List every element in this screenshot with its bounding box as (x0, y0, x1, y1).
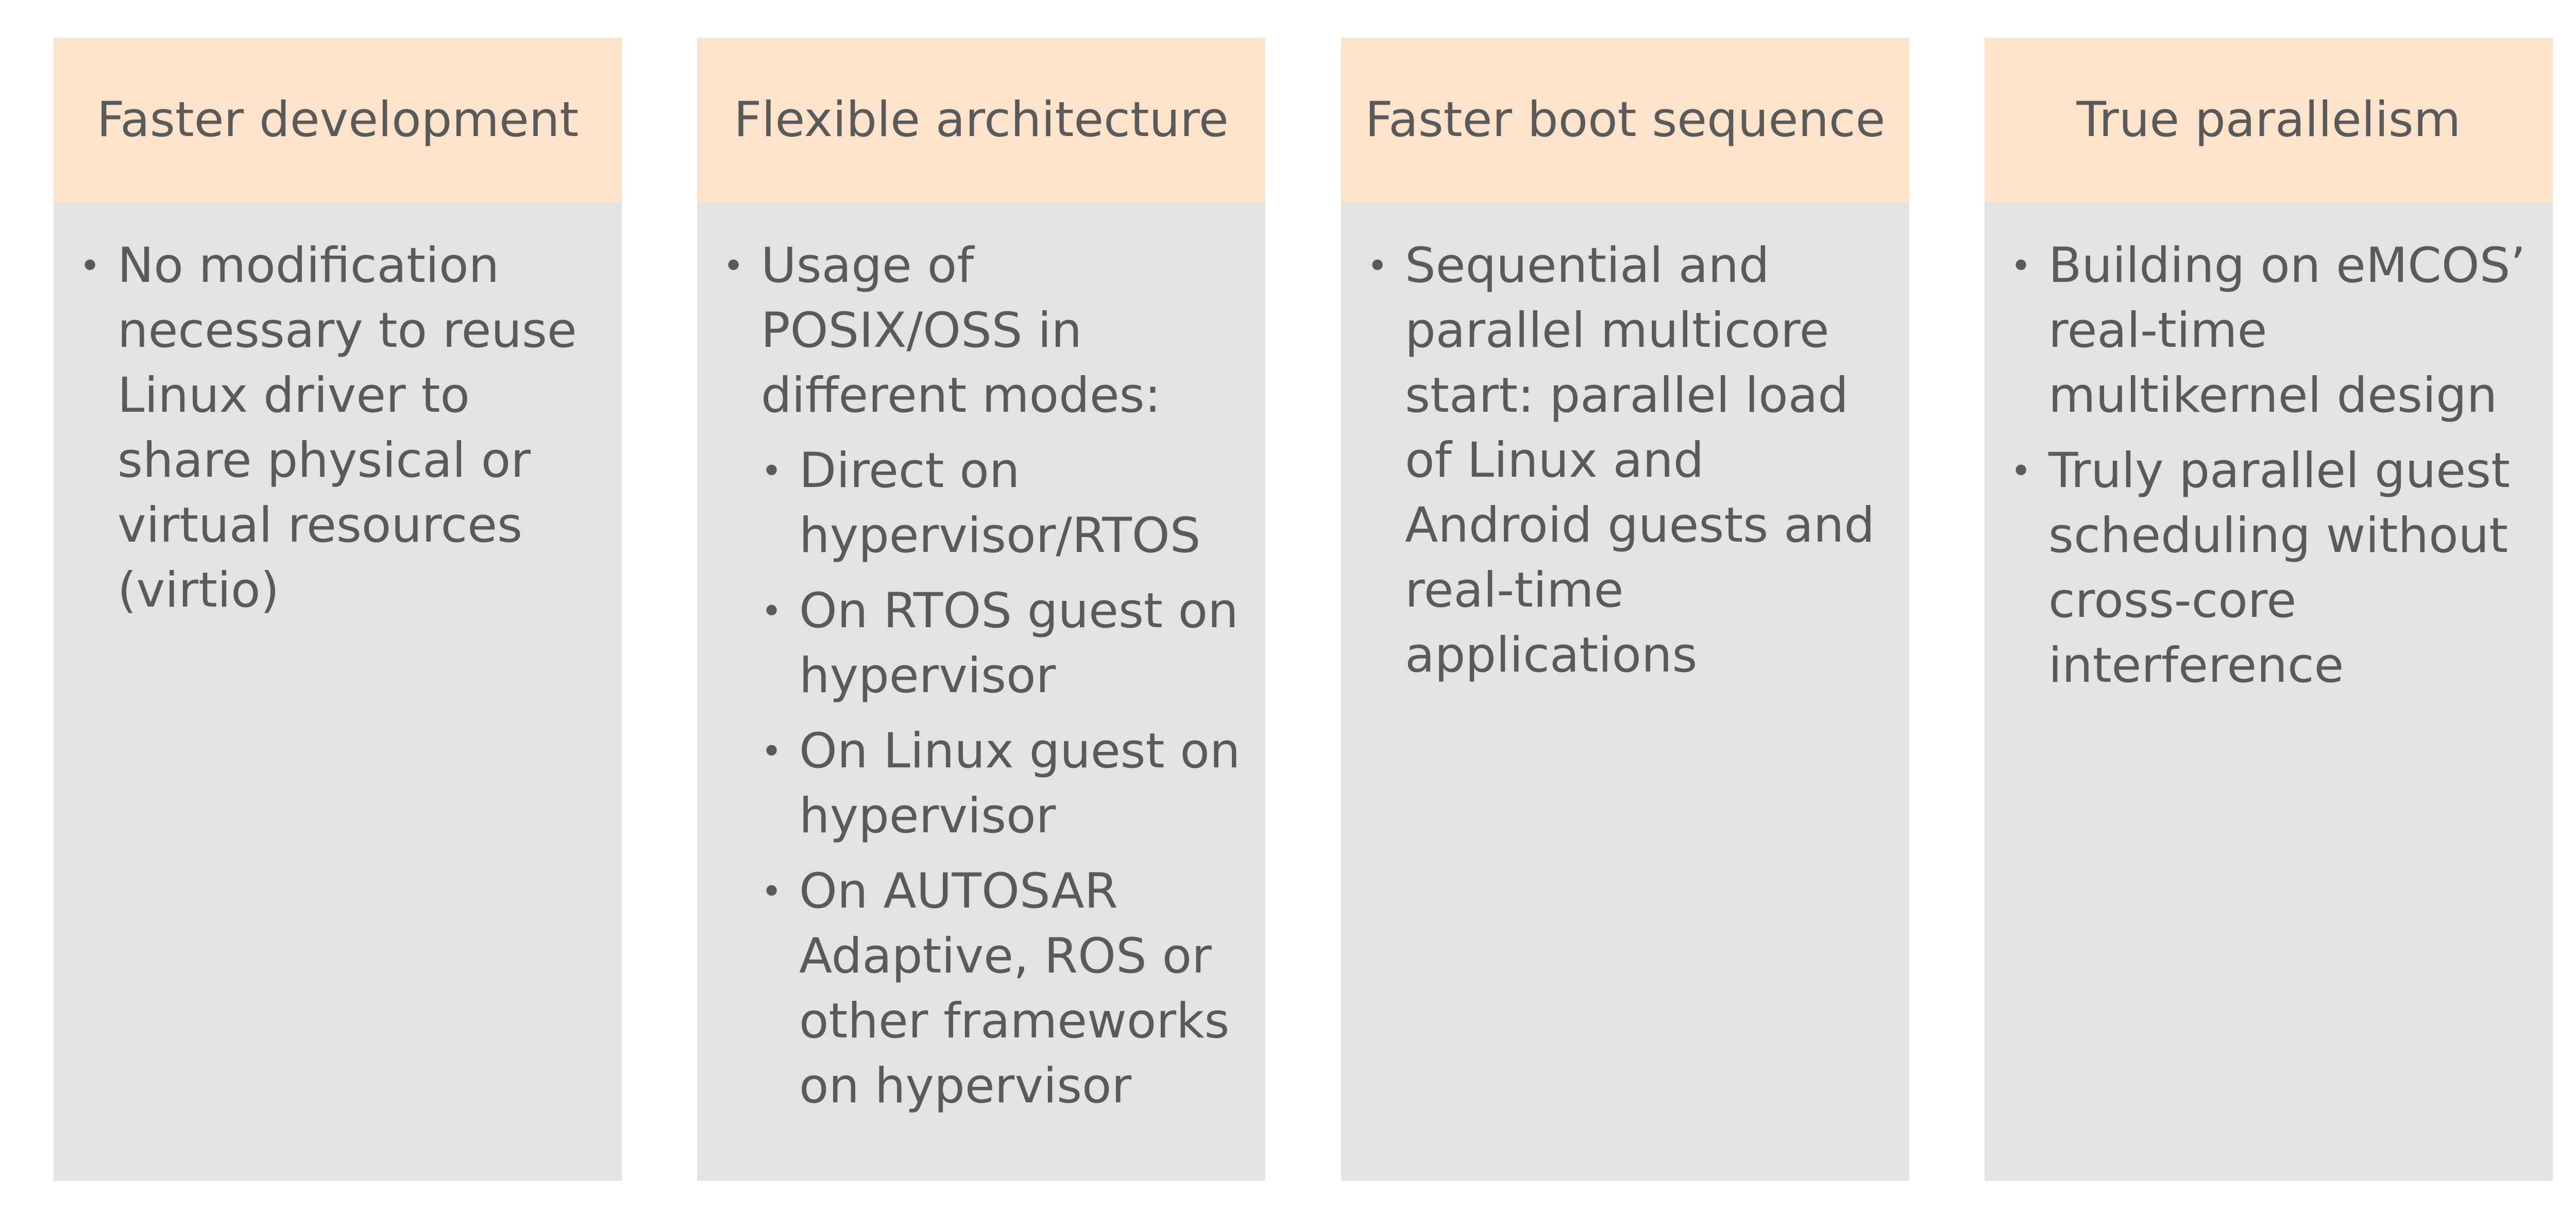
column-title: Flexible architecture (734, 92, 1229, 148)
sub-list-item: • On RTOS guest on hypervisor (761, 579, 1245, 709)
list-item-text: Building on eMCOS’ real-time multikernel… (2048, 238, 2526, 424)
column-header: Flexible architecture (697, 38, 1265, 203)
bullet-icon: • (79, 245, 101, 287)
column-flexible-architecture: Flexible architecture • Usage of POSIX/O… (697, 38, 1265, 1181)
column-header: Faster boot sequence (1341, 38, 1909, 203)
bullet-icon: • (2010, 245, 2032, 287)
sub-list-item-text: Direct on hypervisor/RTOS (799, 443, 1201, 564)
list-item: • No modification necessary to reuse Lin… (79, 233, 601, 623)
column-header: Faster development (54, 38, 622, 203)
column-body: • Building on eMCOS’ real-time multikern… (1985, 203, 2553, 698)
bullet-list: • Usage of POSIX/OSS in different modes:… (723, 233, 1245, 1119)
list-item-text: Truly parallel guest scheduling without … (2048, 443, 2510, 694)
bullet-icon: • (761, 450, 783, 492)
sub-list-item: • On AUTOSAR Adaptive, ROS or other fram… (761, 859, 1245, 1119)
column-body: • No modification necessary to reuse Lin… (54, 203, 622, 623)
column-header: True parallelism (1985, 38, 2553, 203)
column-faster-development: Faster development • No modification nec… (54, 38, 622, 1181)
list-item: • Building on eMCOS’ real-time multikern… (2010, 233, 2532, 428)
column-body: • Usage of POSIX/OSS in different modes:… (697, 203, 1265, 1119)
bullet-icon: • (761, 590, 783, 632)
list-item: • Sequential and parallel multicore star… (1367, 233, 1889, 688)
column-body: • Sequential and parallel multicore star… (1341, 203, 1909, 688)
column-faster-boot-sequence: Faster boot sequence • Sequential and pa… (1341, 38, 1909, 1181)
bullet-icon: • (723, 245, 744, 287)
list-item-text: Usage of POSIX/OSS in different modes: (761, 238, 1161, 424)
column-title: Faster development (96, 92, 579, 148)
list-item: • Truly parallel guest scheduling withou… (2010, 439, 2532, 698)
bullet-icon: • (2010, 450, 2032, 492)
sub-list-item-text: On AUTOSAR Adaptive, ROS or other framew… (799, 863, 1230, 1114)
sub-list-item: • On Linux guest on hypervisor (761, 719, 1245, 849)
sub-list-item-text: On Linux guest on hypervisor (799, 723, 1241, 844)
bullet-icon: • (761, 870, 783, 913)
list-item-text: No modification necessary to reuse Linux… (117, 238, 577, 618)
list-item: • Usage of POSIX/OSS in different modes:… (723, 233, 1245, 1119)
bullet-list: • Sequential and parallel multicore star… (1367, 233, 1889, 688)
bullet-list: • Building on eMCOS’ real-time multikern… (2010, 233, 2532, 698)
sub-bullet-list: • Direct on hypervisor/RTOS • On RTOS gu… (761, 439, 1245, 1119)
bullet-icon: • (761, 730, 783, 773)
list-item-text: Sequential and parallel multicore start:… (1405, 238, 1875, 683)
column-title: True parallelism (2076, 92, 2461, 148)
column-true-parallelism: True parallelism • Building on eMCOS’ re… (1985, 38, 2553, 1181)
sub-list-item: • Direct on hypervisor/RTOS (761, 439, 1245, 568)
bullet-icon: • (1367, 245, 1388, 287)
column-title: Faster boot sequence (1365, 92, 1886, 148)
sub-list-item-text: On RTOS guest on hypervisor (799, 583, 1239, 704)
bullet-list: • No modification necessary to reuse Lin… (79, 233, 601, 623)
